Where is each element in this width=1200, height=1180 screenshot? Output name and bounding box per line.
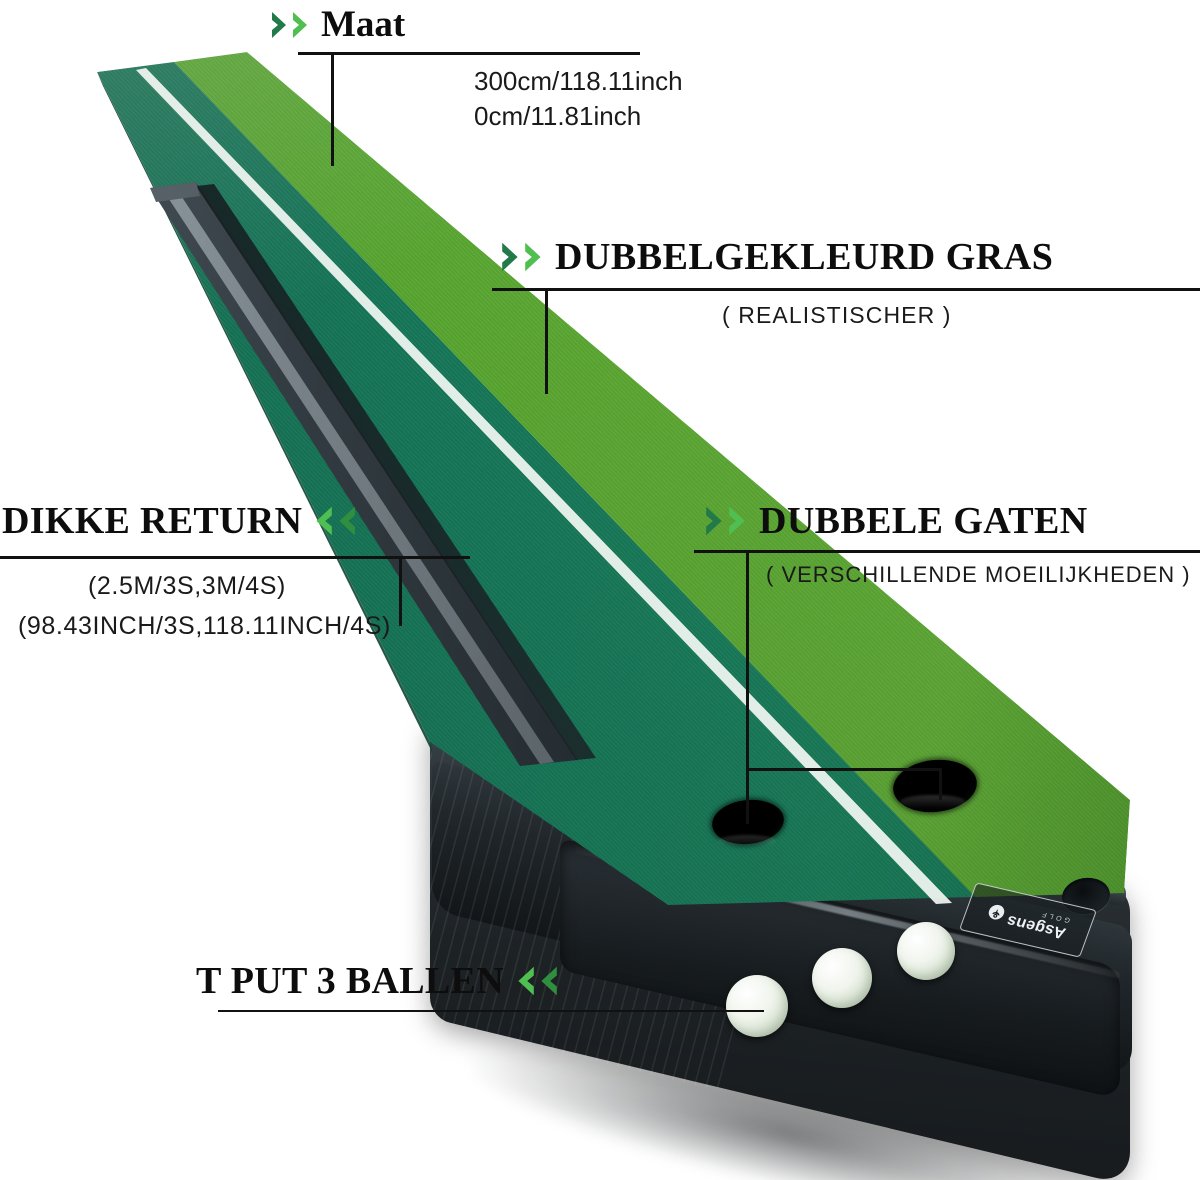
callout-gaten-title: DUBBELE GATEN [759,500,1088,542]
callout-maat-lines: 300cm/118.11inch 0cm/11.81inch [474,64,683,133]
callout-maat-rule [298,52,640,55]
callout-return-line2: (98.43INCH/3S,118.11INCH/4S) [18,612,391,640]
chevron-left-icon [312,504,357,538]
chevron-right-icon [500,240,545,274]
callout-maat-leader [331,54,334,166]
callout-gaten-leader-left [746,552,749,824]
callout-ballen-title: T PUT 3 BALLEN [196,960,504,1002]
callout-maat: Maat [270,6,405,43]
callout-return-titlerow: DIKKE RETURN [2,502,357,540]
golf-ball [897,922,955,980]
putting-hole-left-rim [718,835,776,847]
callout-put-3-ballen: T PUT 3 BALLEN [196,962,559,1000]
callout-return-title: DIKKE RETURN [2,500,303,542]
callout-gaten-rule [694,550,1200,553]
golf-ball [726,975,788,1037]
callout-ballen-rule [218,1010,764,1013]
callout-maat-line2: 0cm/11.81inch [474,100,642,131]
callout-return-leader [399,558,402,626]
golf-ball-dimples [812,948,872,1008]
golf-ball-dimples [897,922,955,980]
chevron-left-icon [514,964,559,998]
brand-logo-icon: ⚘ [986,903,1007,922]
callout-gras-rule [492,288,1200,291]
callout-dikke-return: DIKKE RETURN [2,502,357,540]
callout-gaten-leader-branch [746,768,942,771]
golf-ball [812,948,872,1008]
callout-gras-leader [545,290,548,394]
callout-gaten-titlerow: DUBBELE GATEN [704,502,1088,540]
brand-text: Asgens GOLF [1004,904,1071,942]
putting-hole-right-rim [900,795,966,809]
chevron-right-icon [704,504,749,538]
callout-ballen-titlerow: T PUT 3 BALLEN [196,962,559,1000]
callout-dubbele-gaten: DUBBELE GATEN [704,502,1088,540]
callout-gras-subtitle: ( REALISTISCHER ) [722,302,952,328]
callout-return-line1: (2.5M/3S,3M/4S) [88,572,286,600]
golf-ball-dimples [726,975,788,1037]
callout-maat-line1: 300cm/118.11inch [474,66,683,96]
callout-gaten-leader-right [939,768,942,800]
callout-gras-title: DUBBELGEKLEURD GRAS [555,236,1054,278]
callout-return-rule [0,556,470,559]
callout-dubbelgekleurd-gras: DUBBELGEKLEURD GRAS [500,238,1053,276]
callout-gras-titlerow: DUBBELGEKLEURD GRAS [500,238,1053,276]
callout-maat-title: Maat [321,4,406,45]
callout-gaten-subtitle: ( VERSCHILLENDE MOEILIJKHEDEN ) [766,562,1191,587]
chevron-right-icon [270,10,311,40]
callout-maat-titlerow: Maat [270,6,405,43]
